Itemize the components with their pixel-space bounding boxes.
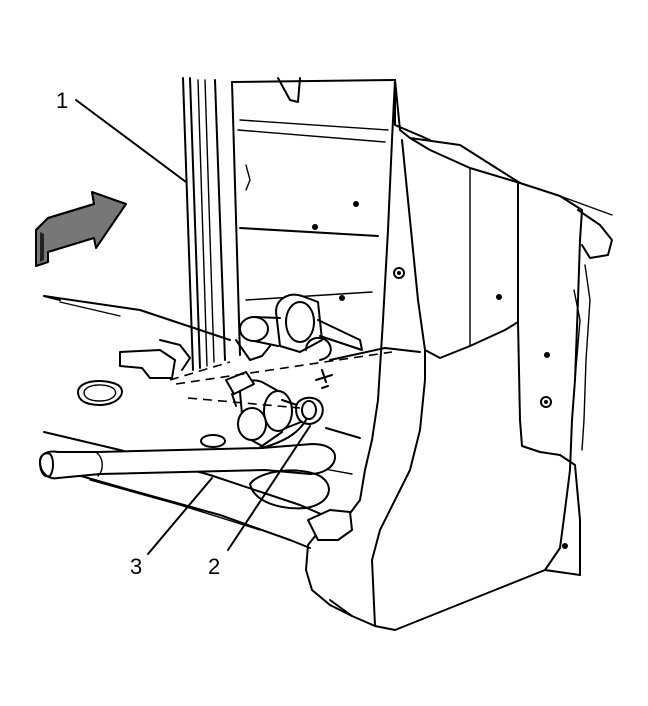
callout-2-leader — [227, 425, 311, 551]
release-rod — [39, 419, 353, 617]
callout-leaders — [75, 99, 311, 555]
forward-direction-arrow-icon — [35, 191, 127, 267]
seat-adjuster-mechanism — [225, 293, 421, 475]
callout-label-2: 2 — [208, 554, 220, 579]
seat-back-frame — [182, 77, 396, 371]
seat-cushion-pan — [43, 295, 331, 549]
callout-3-leader — [147, 477, 213, 555]
callout-label-1: 1 — [56, 88, 68, 113]
seat-side-cover — [305, 79, 613, 631]
callout-label-3: 3 — [130, 554, 142, 579]
callout-1-leader — [75, 99, 187, 183]
alignment-guides — [169, 351, 393, 409]
